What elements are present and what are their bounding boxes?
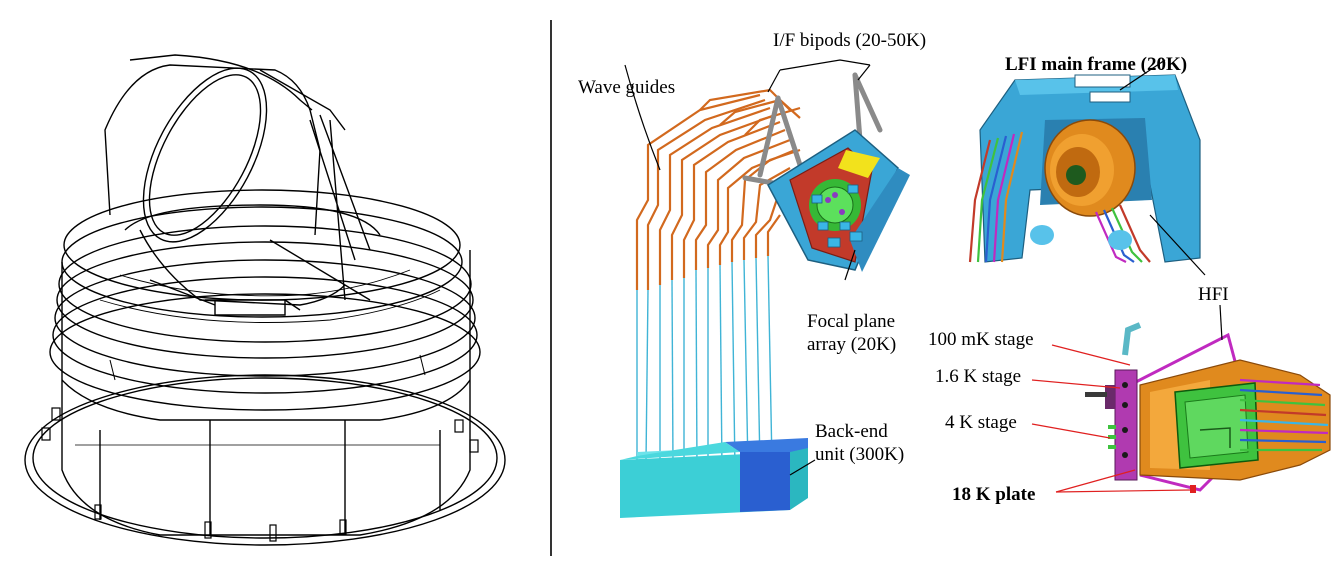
label-lfi-main-frame: LFI main frame (20K)	[1005, 54, 1187, 75]
label-wave-guides: Wave guides	[578, 77, 675, 98]
label-18k-plate: 18 K plate	[952, 484, 1035, 505]
hfi-leader-lines	[1031, 344, 1191, 493]
label-1-6k-stage: 1.6 K stage	[935, 366, 1021, 387]
telescope-line-drawing	[24, 54, 506, 546]
label-back-end-1: Back-end	[815, 421, 888, 442]
label-if-bipods: I/F bipods (20-50K)	[773, 30, 926, 51]
middle-leader-lines	[624, 59, 871, 476]
label-hfi: HFI	[1198, 284, 1229, 305]
lfi-assembly-illustration	[620, 72, 910, 518]
hfi-illustration	[1085, 322, 1331, 493]
top-right-leader-lines	[1119, 59, 1206, 276]
label-100mk-stage: 100 mK stage	[928, 329, 1034, 350]
lfi-main-frame-illustration	[968, 74, 1201, 263]
label-focal-plane-2: array (20K)	[807, 334, 896, 355]
label-4k-stage: 4 K stage	[945, 412, 1017, 433]
label-back-end-2: unit (300K)	[815, 444, 904, 465]
label-focal-plane-1: Focal plane	[807, 311, 895, 332]
hfi-label-leader	[1219, 304, 1223, 341]
